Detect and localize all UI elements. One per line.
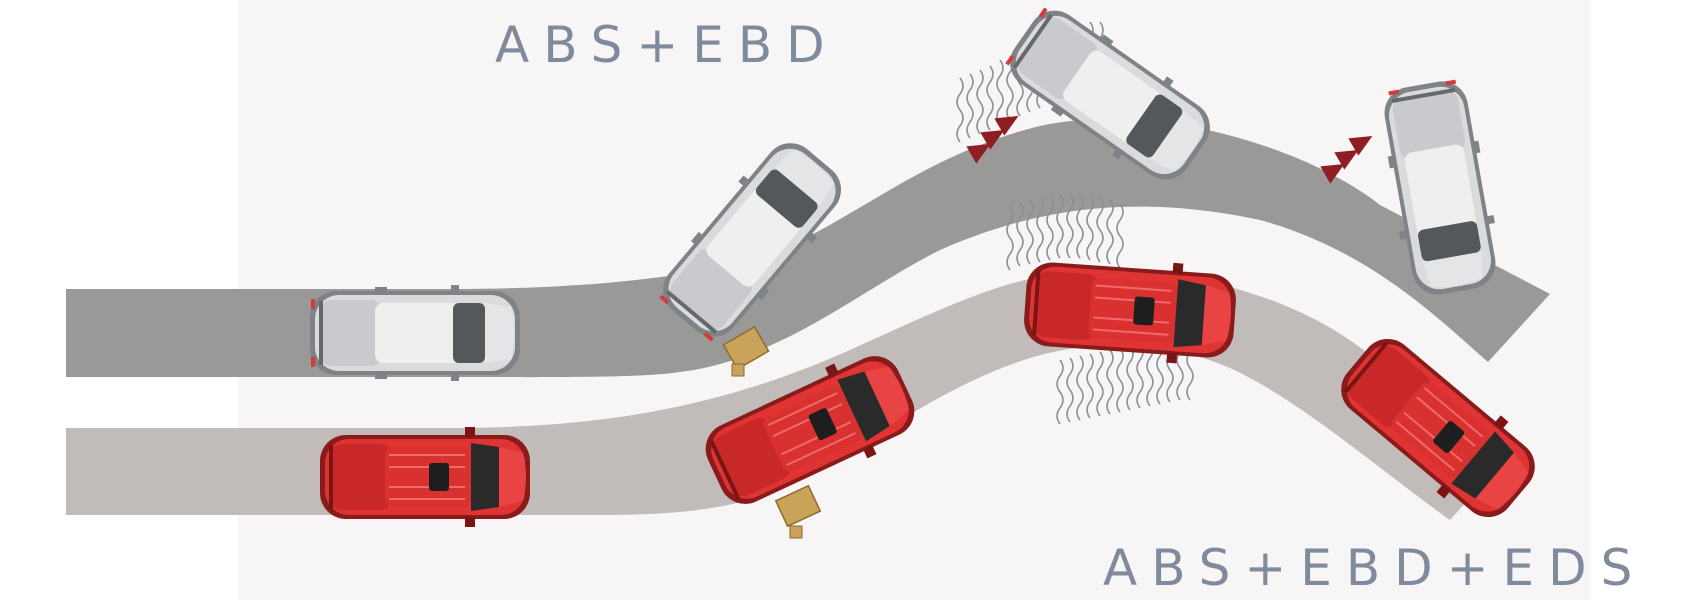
top-system-label: ABS+EBD xyxy=(495,16,839,74)
obstacle-box-icon xyxy=(774,484,822,539)
obstacle-box-icon xyxy=(722,325,770,377)
bottom-system-label: ABS+EBD+EDS xyxy=(1103,539,1646,597)
red-car-icon xyxy=(319,426,531,528)
silver-car-icon xyxy=(310,285,520,381)
